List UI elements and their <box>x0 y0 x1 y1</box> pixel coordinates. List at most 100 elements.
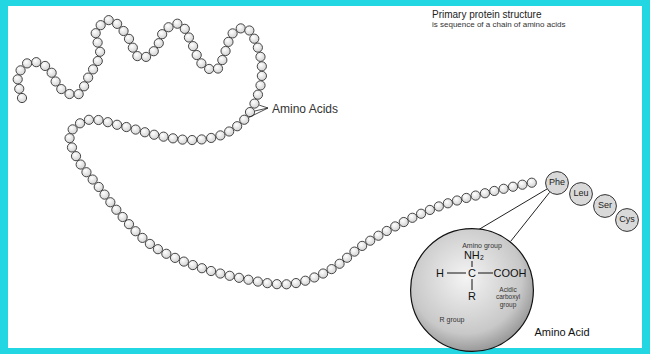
bead <box>118 212 127 221</box>
bead <box>168 134 177 143</box>
bead <box>245 26 254 35</box>
bead <box>250 34 259 43</box>
zoom-outline <box>411 229 534 352</box>
bead <box>164 23 173 32</box>
bead <box>452 196 461 205</box>
bead <box>184 33 193 42</box>
bead-outline <box>570 183 593 206</box>
zoom-connector <box>511 192 550 241</box>
bead <box>256 52 265 61</box>
bead <box>187 135 196 144</box>
chemical-bond <box>478 273 493 274</box>
bead <box>162 249 171 258</box>
bead <box>96 21 105 30</box>
bead <box>391 222 400 231</box>
bead <box>197 59 206 68</box>
bead <box>416 209 425 218</box>
bead <box>408 213 417 222</box>
formula-text: COOH <box>494 267 527 279</box>
bead <box>443 199 452 208</box>
bead <box>225 271 234 280</box>
heading-text: Amino Acid <box>534 326 589 338</box>
bead-outline <box>546 172 569 195</box>
bead <box>103 118 112 127</box>
bead <box>197 264 206 273</box>
bead <box>216 131 225 140</box>
formula-text: C <box>468 267 476 279</box>
residue-name: Leu <box>573 189 588 199</box>
chemical-bond <box>447 273 466 274</box>
formula-text: NH₂ <box>464 249 484 261</box>
bead <box>88 175 97 184</box>
bead <box>84 115 93 124</box>
bead <box>93 38 102 47</box>
bead <box>133 51 142 60</box>
residue-name: Phe <box>549 178 565 188</box>
bead <box>104 16 113 25</box>
bead <box>95 47 104 56</box>
bead <box>188 42 197 51</box>
bead <box>188 260 197 269</box>
bead <box>141 52 150 61</box>
chemical-bond <box>472 261 473 267</box>
group-label: R group <box>440 316 465 324</box>
bead <box>112 120 121 129</box>
bead <box>15 84 24 93</box>
bead <box>192 50 201 59</box>
bead <box>374 231 383 240</box>
leader-line <box>249 108 268 118</box>
bead-outline <box>594 195 617 218</box>
bead <box>17 93 26 102</box>
formula-text: R <box>468 290 476 302</box>
bead <box>128 43 137 52</box>
bead <box>76 160 85 169</box>
bead <box>282 280 291 289</box>
bead <box>335 259 344 268</box>
bead <box>263 279 272 288</box>
bead <box>67 143 76 152</box>
bead <box>68 125 77 134</box>
bead <box>206 266 215 275</box>
bead <box>57 84 66 93</box>
bead <box>471 191 480 200</box>
bead <box>257 71 266 80</box>
bead <box>154 39 163 48</box>
bead <box>218 55 227 64</box>
bead <box>327 265 336 274</box>
bead <box>205 64 214 73</box>
bead <box>65 134 74 143</box>
bead <box>425 205 434 214</box>
title-text: Primary protein structure <box>432 9 541 20</box>
bead <box>150 130 159 139</box>
bead <box>32 58 41 67</box>
amino-acid-bead: Ser <box>593 194 617 218</box>
bead <box>74 90 83 99</box>
bead <box>140 128 149 137</box>
group-label: Amino group <box>462 242 502 250</box>
leader-line <box>255 108 268 111</box>
bead <box>228 29 237 38</box>
bead <box>170 253 179 262</box>
bead <box>480 189 489 198</box>
bead <box>180 24 189 33</box>
bead <box>224 37 233 46</box>
bead <box>244 275 253 284</box>
bead <box>88 65 97 74</box>
bead <box>197 135 206 144</box>
bead <box>399 217 408 226</box>
bead <box>310 273 319 282</box>
bead <box>272 280 281 289</box>
bead <box>213 64 222 73</box>
bead <box>106 198 115 207</box>
chemical-bond <box>472 279 473 290</box>
bead <box>178 135 187 144</box>
bead <box>112 205 121 214</box>
bead <box>124 34 133 43</box>
bead <box>13 75 22 84</box>
residue-name: Ser <box>598 201 612 211</box>
bead <box>119 26 128 35</box>
bead <box>179 257 188 266</box>
residue-name: Cys <box>619 215 635 225</box>
bead <box>65 89 74 98</box>
